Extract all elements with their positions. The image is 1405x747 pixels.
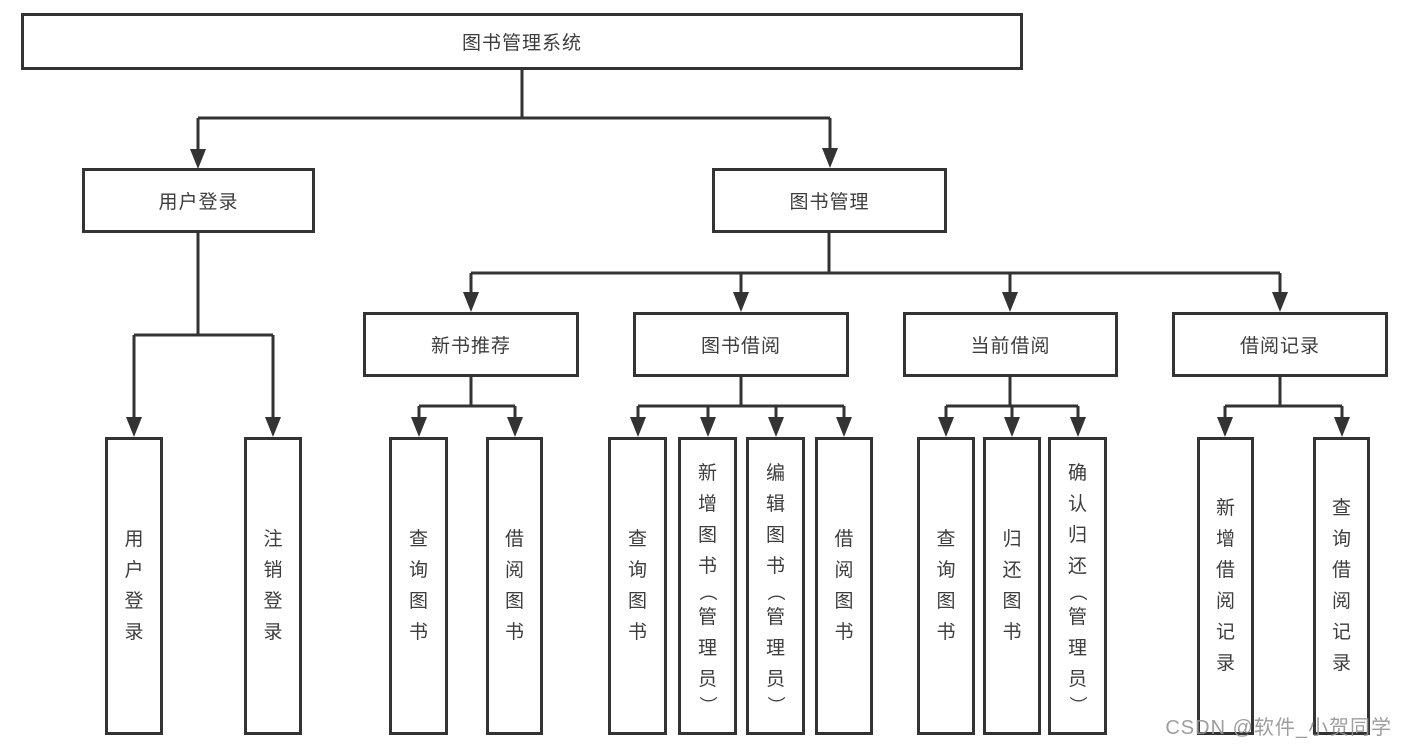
leaf-query-books-borrow: 查询图书	[608, 437, 667, 735]
leaf-user-login-label: 用户登录	[124, 529, 144, 643]
leaf-return-books: 归还图书	[983, 437, 1041, 735]
leaf-query-books-current-label: 查询图书	[936, 529, 956, 643]
leaf-add-books-admin: 新增图书（管理员）	[678, 437, 737, 735]
leaf-logout: 注销登录	[244, 437, 302, 735]
leaf-add-borrow-record-label: 新增借阅记录	[1215, 498, 1235, 674]
node-root-label: 图书管理系统	[461, 33, 582, 54]
node-book-management: 图书管理	[712, 168, 947, 233]
leaf-add-books-admin-label: 新增图书（管理员）	[697, 462, 718, 714]
leaf-borrow-books: 借阅图书	[815, 437, 873, 735]
leaf-query-books-current: 查询图书	[917, 437, 975, 735]
node-book-management-label: 图书管理	[789, 192, 870, 213]
node-book-borrow: 图书借阅	[633, 312, 849, 377]
node-current-borrow-label: 当前借阅	[970, 336, 1051, 357]
leaf-borrow-books-label: 借阅图书	[834, 529, 854, 643]
leaf-confirm-return-admin-label: 确认归还（管理员）	[1067, 462, 1088, 714]
leaf-query-books-borrow-label: 查询图书	[627, 529, 647, 643]
leaf-borrow-books-recommend-label: 借阅图书	[504, 529, 524, 643]
node-user-login-label: 用户登录	[158, 192, 239, 213]
leaf-edit-books-admin-label: 编辑图书（管理员）	[765, 462, 786, 714]
node-new-book-recommend: 新书推荐	[363, 312, 579, 377]
leaf-borrow-books-recommend: 借阅图书	[486, 437, 543, 735]
leaf-confirm-return-admin: 确认归还（管理员）	[1048, 437, 1107, 735]
leaf-logout-label: 注销登录	[263, 529, 283, 643]
node-root: 图书管理系统	[21, 13, 1023, 70]
leaf-query-books-recommend-label: 查询图书	[408, 529, 428, 643]
node-book-borrow-label: 图书借阅	[700, 336, 781, 357]
leaf-add-borrow-record: 新增借阅记录	[1197, 437, 1254, 735]
csdn-watermark: CSDN @软件_小贺同学	[1165, 717, 1392, 739]
node-user-login: 用户登录	[82, 168, 315, 233]
node-borrow-records-label: 借阅记录	[1239, 336, 1320, 357]
leaf-query-books-recommend: 查询图书	[389, 437, 448, 735]
leaf-return-books-label: 归还图书	[1002, 529, 1022, 643]
leaf-query-borrow-record: 查询借阅记录	[1313, 437, 1370, 735]
leaf-query-borrow-record-label: 查询借阅记录	[1331, 498, 1351, 674]
node-current-borrow: 当前借阅	[903, 312, 1118, 377]
leaf-user-login: 用户登录	[105, 437, 163, 735]
node-borrow-records: 借阅记录	[1172, 312, 1388, 377]
leaf-edit-books-admin: 编辑图书（管理员）	[746, 437, 805, 735]
node-new-book-recommend-label: 新书推荐	[430, 336, 511, 357]
